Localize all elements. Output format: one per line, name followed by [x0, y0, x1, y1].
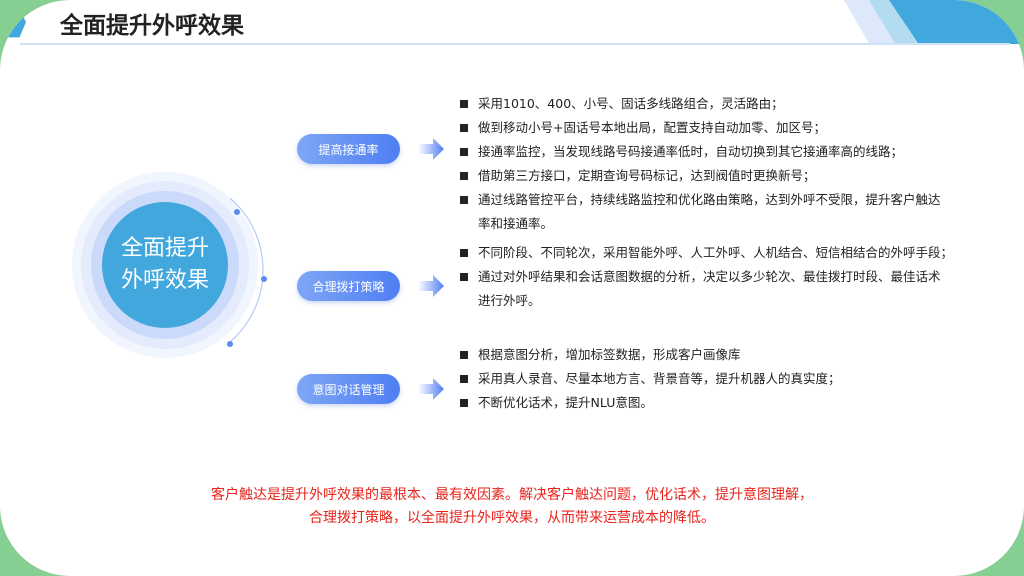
bullet-icon: [460, 249, 468, 257]
bullet-icon: [460, 148, 468, 156]
item-text: 采用1010、400、小号、固话多线路组合，灵活路由；: [478, 96, 784, 111]
list-item: 不断优化话术，提升NLU意图。: [460, 391, 841, 415]
list-item: 通过线路管控平台，持续线路监控和优化路由策略，达到外呼不受限，提升客户触达: [460, 188, 941, 212]
title-marker-icon: [0, 8, 26, 38]
summary-line: 客户触达是提升外呼效果的最根本、最有效因素。解决客户触达问题，优化话术，提升意图…: [211, 487, 813, 503]
category-pill-connect-rate: 提高接通率: [297, 134, 400, 164]
bullet-icon: [460, 399, 468, 407]
bullet-icon: [460, 172, 468, 180]
center-circle-label: 全面提升外呼效果: [102, 202, 228, 328]
item-text-continued: 进行外呼。: [478, 293, 541, 308]
list-item: 做到移动小号+固话号本地出局，配置支持自动加零、加区号；: [460, 116, 941, 140]
orbit-arc: [229, 197, 264, 343]
arrow-right-icon: [418, 275, 444, 297]
list-item: 接通率监控，当发现线路号码接通率低时，自动切换到其它接通率高的线路；: [460, 140, 941, 164]
header-divider: [20, 43, 1010, 45]
page-title: 全面提升外呼效果: [60, 13, 244, 39]
connect-rate-list: 采用1010、400、小号、固话多线路组合，灵活路由； 做到移动小号+固话号本地…: [460, 92, 941, 236]
bullet-icon: [460, 196, 468, 204]
orbit-dot: [261, 276, 267, 282]
item-text: 通过对外呼结果和会话意图数据的分析，决定以多少轮次、最佳拨打时段、最佳话术: [478, 269, 941, 284]
orbit-dot: [227, 341, 233, 347]
list-item: 采用真人录音、尽量本地方言、背景音等，提升机器人的真实度；: [460, 367, 841, 391]
bullet-icon: [460, 273, 468, 281]
item-text: 借助第三方接口，定期查询号码标记，达到阀值时更换新号；: [478, 168, 816, 183]
item-text: 不同阶段、不同轮次，采用智能外呼、人工外呼、人机结合、短信相结合的外呼手段；: [478, 245, 954, 260]
arrow-right-icon: [418, 378, 444, 400]
item-text: 接通率监控，当发现线路号码接通率低时，自动切换到其它接通率高的线路；: [478, 144, 904, 159]
bullet-icon: [460, 375, 468, 383]
list-item: 通过对外呼结果和会话意图数据的分析，决定以多少轮次、最佳拨打时段、最佳话术: [460, 265, 953, 289]
bullet-icon: [460, 100, 468, 108]
item-text: 通过线路管控平台，持续线路监控和优化路由策略，达到外呼不受限，提升客户触达: [478, 192, 941, 207]
category-pill-dial-strategy: 合理拨打策略: [297, 271, 400, 301]
bullet-icon: [460, 124, 468, 132]
summary-line: 合理拨打策略，以全面提升外呼效果，从而带来运营成本的降低。: [309, 510, 715, 526]
arrow-right-icon: [418, 138, 444, 160]
list-item: 不同阶段、不同轮次，采用智能外呼、人工外呼、人机结合、短信相结合的外呼手段；: [460, 241, 953, 265]
item-text: 根据意图分析，增加标签数据，形成客户画像库: [478, 347, 741, 362]
summary-note: 客户触达是提升外呼效果的最根本、最有效因素。解决客户触达问题，优化话术，提升意图…: [0, 484, 1024, 530]
list-item: 根据意图分析，增加标签数据，形成客户画像库: [460, 343, 841, 367]
orbit-dot: [234, 209, 240, 215]
category-pill-intent-dialog: 意图对话管理: [297, 374, 400, 404]
list-item: 采用1010、400、小号、固话多线路组合，灵活路由；: [460, 92, 941, 116]
dial-strategy-list: 不同阶段、不同轮次，采用智能外呼、人工外呼、人机结合、短信相结合的外呼手段； 通…: [460, 241, 953, 313]
intent-dialog-list: 根据意图分析，增加标签数据，形成客户画像库 采用真人录音、尽量本地方言、背景音等…: [460, 343, 841, 415]
item-text: 不断优化话术，提升NLU意图。: [478, 395, 653, 410]
item-text: 做到移动小号+固话号本地出局，配置支持自动加零、加区号；: [478, 120, 826, 135]
bullet-icon: [460, 351, 468, 359]
item-text-continued: 率和接通率。: [478, 216, 554, 231]
item-text: 采用真人录音、尽量本地方言、背景音等，提升机器人的真实度；: [478, 371, 841, 386]
list-item: 借助第三方接口，定期查询号码标记，达到阀值时更换新号；: [460, 164, 941, 188]
